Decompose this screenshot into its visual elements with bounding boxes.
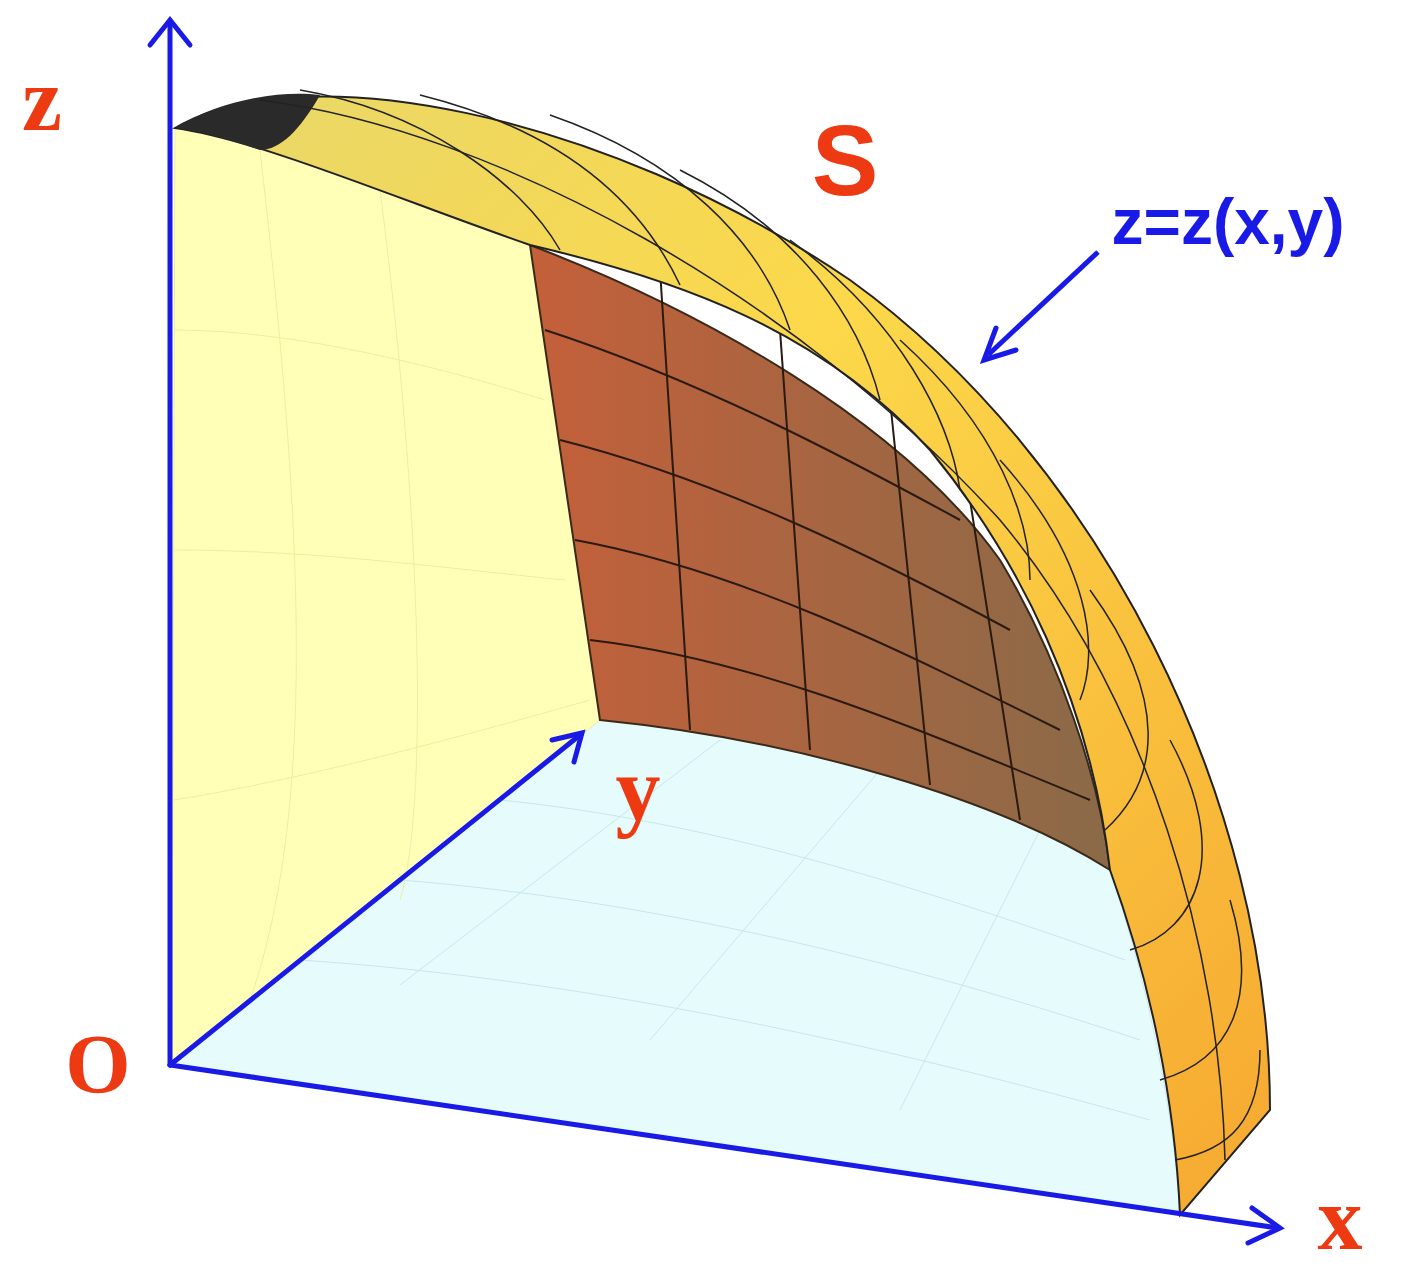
shell-grid (260, 90, 1260, 1160)
leader-head (984, 328, 1016, 360)
y-axis-head (552, 733, 582, 762)
axes (150, 20, 1280, 1243)
axis-label: z (22, 55, 62, 145)
z-axis (168, 22, 173, 1065)
shell-shadow (175, 94, 320, 150)
side-grid (174, 150, 590, 1000)
outer-shell (175, 96, 1270, 1215)
x-axis (170, 1065, 1278, 1228)
leader-line (988, 252, 1098, 355)
axis-label: y (616, 745, 661, 835)
axis-label: S (812, 110, 879, 210)
axis-label: z=z(x,y) (1112, 190, 1345, 254)
y-axis (170, 735, 580, 1065)
axis-label: x (1318, 1174, 1363, 1264)
z-axis-head (150, 20, 190, 45)
axis-label: O (65, 1023, 130, 1107)
x-axis-head (1248, 1208, 1280, 1243)
